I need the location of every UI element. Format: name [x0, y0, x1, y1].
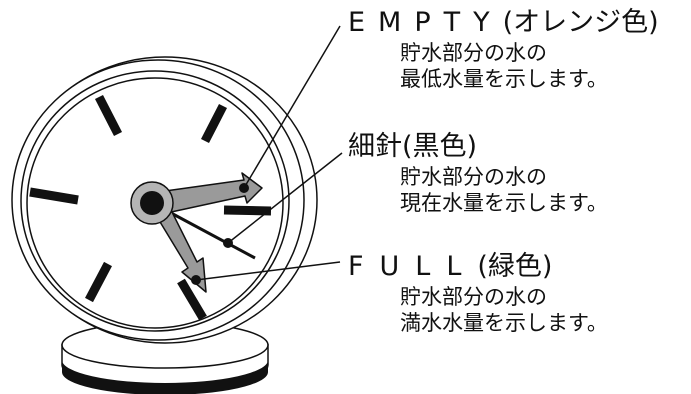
tick-1 — [200, 103, 228, 144]
full-name: FULL — [348, 251, 478, 282]
empty-title: EMPTY(オレンジ色) — [348, 6, 659, 40]
empty-name: EMPTY — [348, 7, 503, 38]
thin-needle-color-note: (黒色) — [402, 131, 478, 162]
empty-color-note: (オレンジ色) — [502, 7, 659, 38]
full-title: FULL(緑色) — [348, 250, 608, 284]
full-desc-line1: 貯水部分の水の — [400, 285, 547, 309]
center-hub — [130, 181, 174, 225]
thin-needle-desc-line2: 現在水量を示します。 — [400, 191, 608, 215]
tick-9 — [29, 187, 79, 205]
empty-label: EMPTY(オレンジ色) 貯水部分の水の 最低水量を示します。 — [348, 6, 659, 92]
thin-leader-line — [227, 152, 343, 244]
thin-callout-dot — [223, 238, 233, 248]
tick-5 — [177, 278, 207, 321]
thin-needle-title: 細針(黒色) — [348, 130, 608, 164]
empty-desc-line2: 最低水量を示します。 — [400, 67, 608, 91]
empty-callout-dot — [239, 183, 249, 193]
full-label: FULL(緑色) 貯水部分の水の 満水水量を示します。 — [348, 250, 608, 336]
empty-leader-line — [243, 25, 341, 189]
full-desc-line2: 満水水量を示します。 — [400, 311, 608, 335]
thin-needle-name: 細針 — [348, 131, 402, 162]
full-color-note: (緑色) — [477, 251, 553, 282]
thin-needle-desc-line1: 貯水部分の水の — [400, 165, 547, 189]
tick-3 — [223, 205, 272, 216]
thin-needle-label: 細針(黒色) 貯水部分の水の 現在水量を示します。 — [348, 130, 608, 216]
dial-ticks — [29, 94, 272, 321]
full-pointer — [153, 203, 207, 293]
tick-11 — [94, 94, 123, 137]
full-leader-line — [195, 261, 341, 281]
callout-lines — [195, 25, 343, 281]
empty-desc-line1: 貯水部分の水の — [400, 41, 547, 65]
empty-pointer — [157, 172, 263, 215]
tick-7 — [85, 261, 112, 303]
full-callout-dot — [191, 275, 201, 285]
